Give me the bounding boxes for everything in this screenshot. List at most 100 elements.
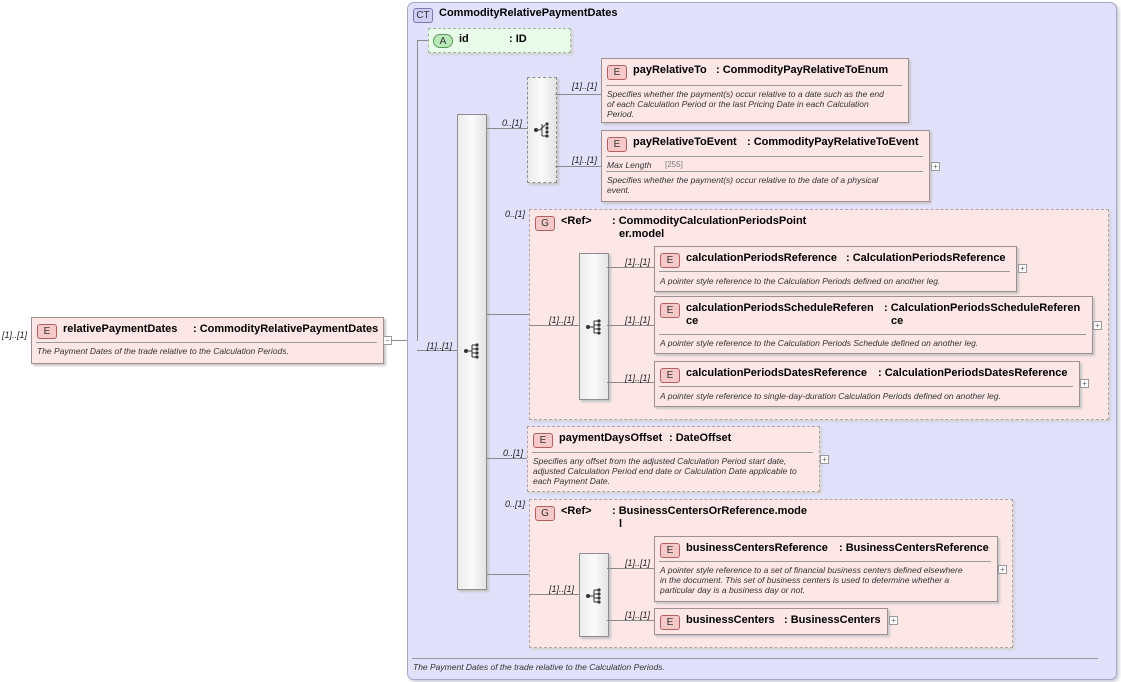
element-multiplicity: [1]..[1] <box>625 315 651 325</box>
element-name: payRelativeToEvent <box>633 136 737 148</box>
root-element-description: The Payment Dates of the trade relative … <box>37 346 289 356</box>
element-type: : CalculationPeriodsReference <box>846 252 1006 264</box>
element-pay-relative-to-event[interactable]: E payRelativeToEvent : CommodityPayRelat… <box>601 130 930 202</box>
element-badge: E <box>660 543 680 558</box>
complex-type-badge: CT <box>413 8 433 23</box>
element-type: : CommodityPayRelativeToEnum <box>716 64 889 76</box>
sequence-multiplicity: [1]..[1] <box>549 315 575 325</box>
element-badge: E <box>607 137 627 152</box>
element-type: : CommodityPayRelativeToEvent <box>747 136 919 148</box>
root-element-type: : CommodityRelativePaymentDates <box>193 323 379 335</box>
element-multiplicity: [1]..[1] <box>625 610 651 620</box>
element-name: payRelativeTo <box>633 64 707 76</box>
element-name: ce <box>686 315 699 327</box>
element-name: paymentDaysOffset <box>559 432 663 444</box>
element-multiplicity: [1]..[1] <box>625 373 651 383</box>
plus-icon[interactable]: + <box>820 455 829 464</box>
attribute-name: id <box>459 33 469 45</box>
main-sequence-multiplicity: [1]..[1] <box>427 341 453 351</box>
sequence-icon <box>586 319 601 335</box>
element-pay-relative-to[interactable]: E payRelativeTo : CommodityPayRelativeTo… <box>601 58 909 123</box>
element-type: : DateOffset <box>669 432 732 444</box>
group-ref: <Ref> <box>561 505 592 517</box>
element-badge: E <box>660 303 680 318</box>
element-badge: E <box>660 368 680 383</box>
root-element-box[interactable]: E relativePaymentDates : CommodityRelati… <box>31 317 384 364</box>
plus-icon[interactable]: + <box>1080 379 1089 388</box>
element-description-line: Specifies whether the payment(s) occur r… <box>607 175 879 185</box>
element-name: calculationPeriodsDatesReference <box>686 367 867 379</box>
element-description-line: Specifies whether the payment(s) occur r… <box>607 89 884 99</box>
element-badge: E <box>533 433 553 448</box>
element-calculation-periods-dates-reference[interactable]: E calculationPeriodsDatesReference : Cal… <box>654 361 1080 407</box>
element-multiplicity: [1]..[1] <box>625 257 651 267</box>
group2-sequence[interactable] <box>579 553 609 637</box>
element-description-line: of each Calculation Period or the last P… <box>607 99 869 109</box>
group-type-line: : BusinessCentersOrReference.mode <box>612 505 808 517</box>
element-type: : CalculationPeriodsDatesReference <box>878 367 1068 379</box>
plus-icon[interactable]: + <box>889 616 898 625</box>
element-type: : BusinessCenters <box>784 614 881 626</box>
attribute-id-box[interactable]: A id : ID <box>428 28 571 53</box>
element-description-line: Period. <box>607 109 634 119</box>
group-multiplicity: 0..[1] <box>505 499 526 509</box>
attribute-type: : ID <box>509 33 527 45</box>
group-multiplicity: 0..[1] <box>505 209 526 219</box>
element-description-line: Specifies any offset from the adjusted C… <box>533 456 787 466</box>
root-multiplicity: [1]..[1] <box>2 330 28 340</box>
attribute-badge: A <box>433 34 453 48</box>
main-sequence[interactable] <box>457 114 487 590</box>
element-payment-days-offset[interactable]: E paymentDaysOffset : DateOffset Specifi… <box>527 426 820 492</box>
element-description-line: A pointer style reference to the Calcula… <box>660 276 941 286</box>
plus-icon[interactable]: + <box>998 565 1007 574</box>
element-multiplicity: [1]..[1] <box>625 558 651 568</box>
element-description-line: A pointer style reference to the Calcula… <box>660 338 979 348</box>
group-type-line: l <box>619 518 623 530</box>
element-type: ce <box>891 315 904 327</box>
element-description-line: in the document. This set of business ce… <box>660 575 950 585</box>
root-element-name: relativePaymentDates <box>63 323 178 335</box>
element-business-centers-reference[interactable]: E businessCentersReference : BusinessCen… <box>654 536 998 602</box>
choice-item-multiplicity: [1]..[1] <box>572 81 598 91</box>
plus-icon[interactable]: + <box>1018 264 1027 273</box>
group-type-line: : CommodityCalculationPeriodsPoint <box>612 215 807 227</box>
element-badge: E <box>660 615 680 630</box>
choice-icon <box>534 122 549 138</box>
element-description-line: event. <box>607 185 631 195</box>
element-description-line: each Payment Date. <box>533 476 611 486</box>
choice-compositor[interactable] <box>527 77 557 183</box>
facet-label: Max Length <box>607 160 652 170</box>
element-type: : BusinessCentersReference <box>839 542 989 554</box>
element-type: : CalculationPeriodsScheduleReferen <box>884 302 1081 314</box>
choice-item-multiplicity: [1]..[1] <box>572 155 598 165</box>
element-badge: E <box>660 253 680 268</box>
sequence-icon <box>586 588 601 604</box>
element-multiplicity: 0..[1] <box>503 448 524 458</box>
complex-type-footer: The Payment Dates of the trade relative … <box>413 662 665 672</box>
plus-icon[interactable]: + <box>1093 321 1102 330</box>
element-name: businessCentersReference <box>686 542 828 554</box>
element-business-centers[interactable]: E businessCenters : BusinessCenters <box>654 608 888 635</box>
plus-icon[interactable]: + <box>931 162 940 171</box>
group1-sequence[interactable] <box>579 253 609 400</box>
element-name: calculationPeriodsScheduleReferen <box>686 302 874 314</box>
group-badge: G <box>535 506 555 521</box>
element-badge: E <box>37 324 57 339</box>
choice-multiplicity: 0..[1] <box>502 118 523 128</box>
element-description-line: particular day is a business day or not. <box>660 585 806 595</box>
element-name: businessCenters <box>686 614 775 626</box>
element-calculation-periods-reference[interactable]: E calculationPeriodsReference : Calculat… <box>654 246 1017 292</box>
complex-type-name: CommodityRelativePaymentDates <box>439 7 618 19</box>
element-name: calculationPeriodsReference <box>686 252 838 264</box>
element-description-line: A pointer style reference to single-day-… <box>660 391 1001 401</box>
sequence-multiplicity: [1]..[1] <box>549 584 575 594</box>
element-badge: E <box>607 65 627 80</box>
element-calculation-periods-schedule-reference[interactable]: E calculationPeriodsScheduleReferen ce :… <box>654 296 1093 354</box>
group-type-line: er.model <box>619 228 665 240</box>
element-description-line: adjusted Calculation Period end date or … <box>533 466 797 476</box>
sequence-icon <box>464 343 479 359</box>
group-ref: <Ref> <box>561 215 592 227</box>
group-badge: G <box>535 216 555 231</box>
facet-value: [255] <box>665 160 683 169</box>
element-description-line: A pointer style reference to a set of fi… <box>660 565 963 575</box>
